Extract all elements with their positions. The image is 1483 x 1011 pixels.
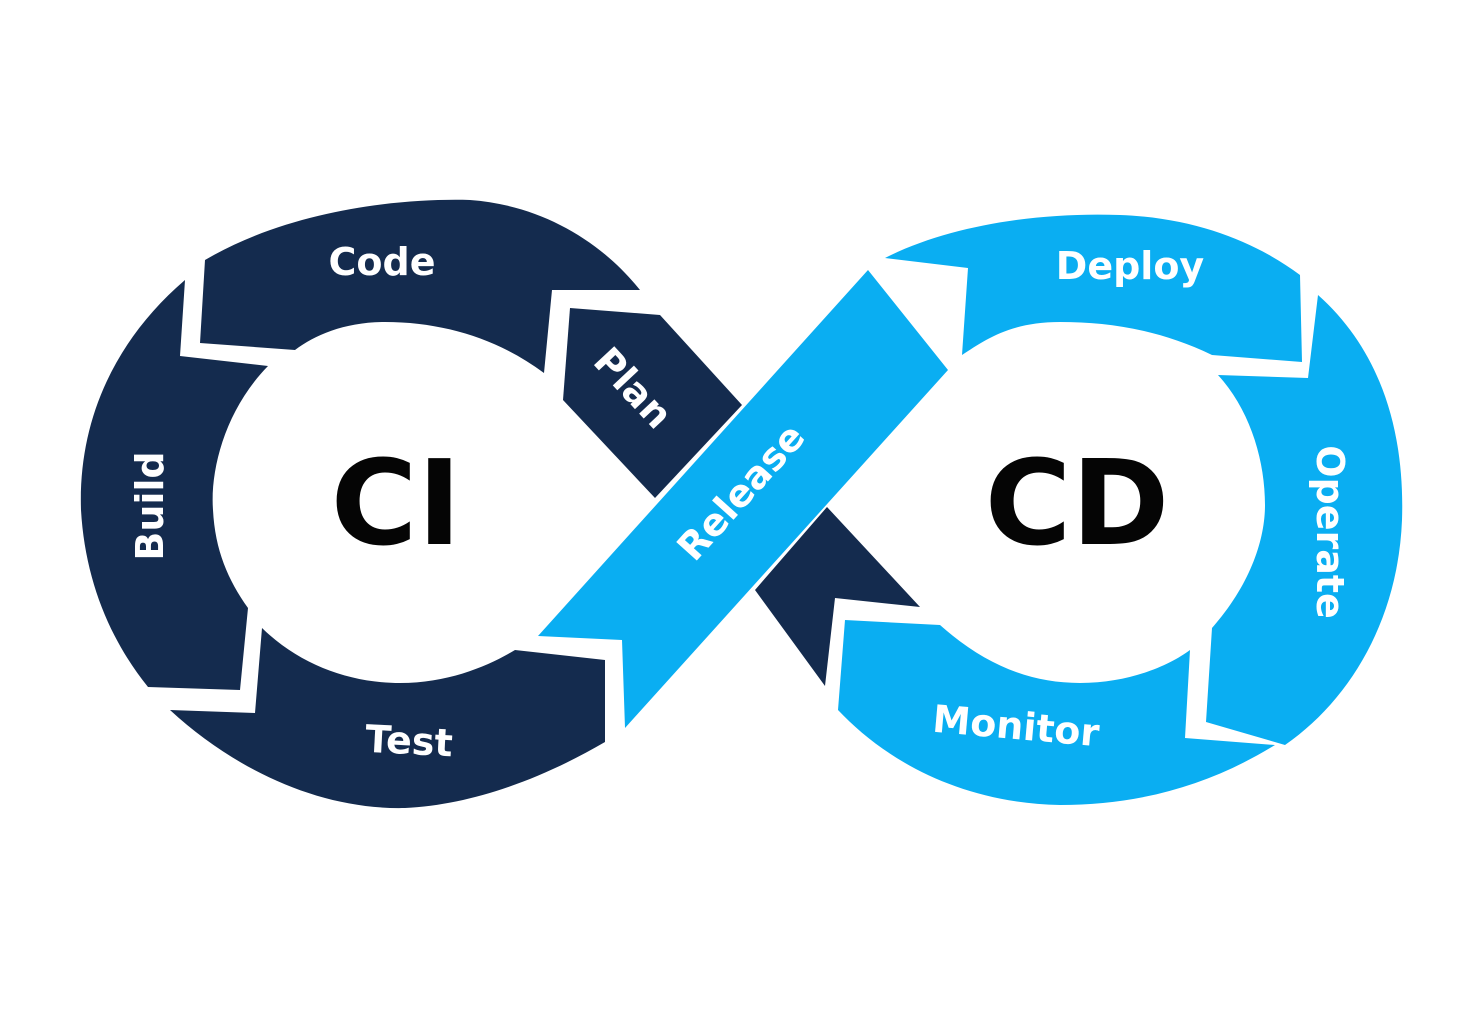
ci-hub-label: CI	[331, 434, 462, 572]
stage-label-build: Build	[128, 451, 172, 560]
stage-label-test: Test	[364, 717, 454, 766]
hub-labels: CI CD	[331, 434, 1170, 572]
plan-segment	[563, 308, 742, 498]
operate-segment	[1206, 295, 1403, 745]
build-segment	[80, 280, 269, 690]
monitor-segment	[838, 620, 1275, 805]
deploy-segment	[885, 214, 1302, 362]
release-segment	[538, 270, 948, 728]
cd-hub-label: CD	[985, 434, 1170, 572]
test-segment	[170, 628, 605, 809]
stage-label-deploy: Deploy	[1056, 244, 1205, 288]
ci-loop	[80, 199, 920, 809]
ci-crossing-lower	[755, 507, 920, 686]
code-segment	[200, 199, 640, 373]
stage-label-operate: Operate	[1308, 445, 1352, 619]
cd-loop	[538, 214, 1403, 805]
stage-label-code: Code	[329, 240, 436, 284]
